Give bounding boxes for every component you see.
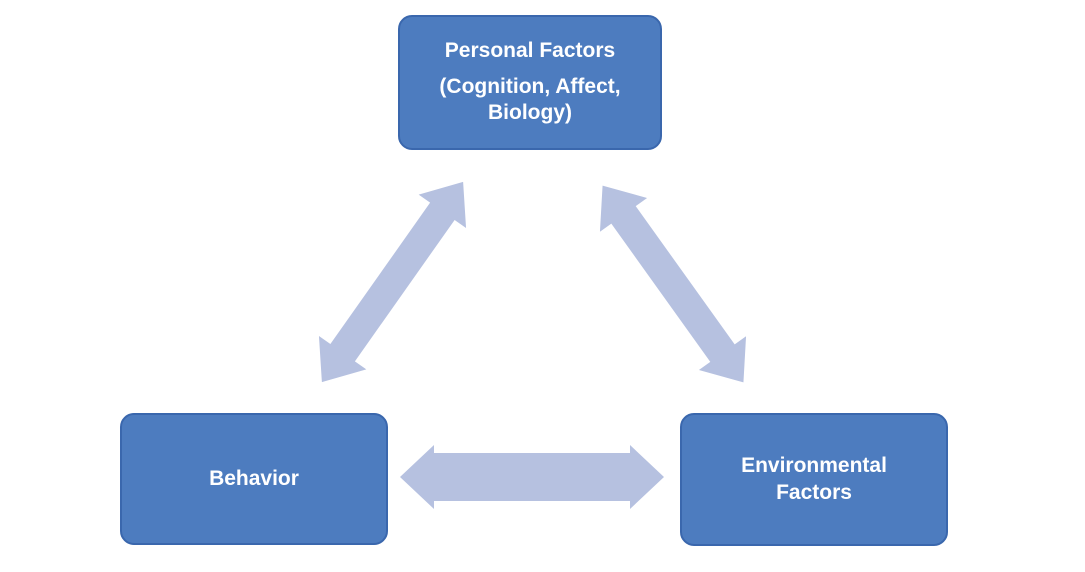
- node-environmental-factors: Environmental Factors: [680, 413, 948, 546]
- node-personal-factors-title: Personal Factors: [444, 38, 616, 62]
- node-environmental-factors-label: Environmental Factors: [741, 453, 887, 504]
- double-arrow-personal-behavior-icon: [298, 165, 487, 399]
- node-personal-factors-subtitle: (Cognition, Affect, Biology): [439, 74, 621, 125]
- double-arrow-personal-environment-icon: [578, 168, 766, 399]
- double-arrow-behavior-environment-icon: [400, 445, 664, 509]
- node-behavior-label: Behavior: [209, 466, 299, 490]
- node-personal-factors: Personal Factors (Cognition, Affect, Bio…: [398, 15, 662, 150]
- node-behavior: Behavior: [120, 413, 388, 545]
